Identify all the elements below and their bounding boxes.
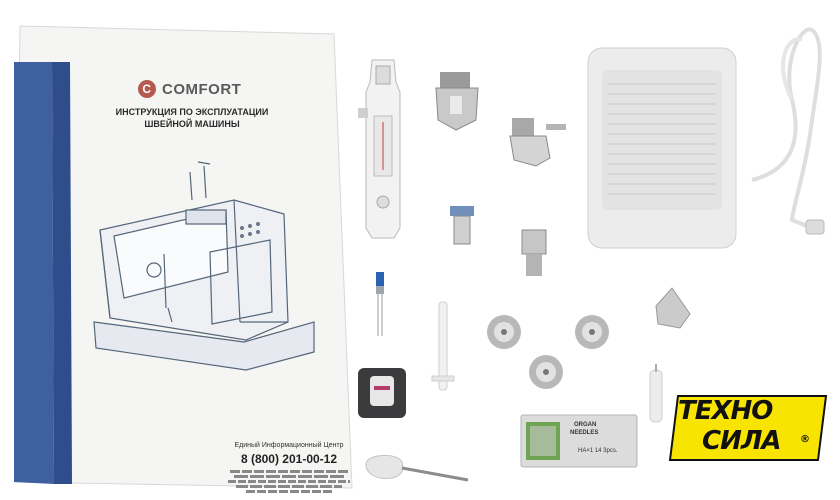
blind-hem-foot bbox=[509, 118, 566, 167]
twin-needle bbox=[376, 272, 384, 336]
brand-name: COMFORT bbox=[162, 80, 242, 98]
manual-brand: C COMFORT bbox=[138, 80, 241, 98]
info-center-label: Единый Информационный Центр bbox=[234, 442, 344, 449]
logo-registered-mark: ® bbox=[800, 434, 810, 445]
button-sewing-foot bbox=[521, 229, 547, 276]
logo-background bbox=[668, 395, 828, 461]
zipper-foot bbox=[450, 206, 474, 245]
logo-line1: ТЕХНО bbox=[678, 396, 773, 426]
needle-pack-card bbox=[520, 414, 638, 468]
manual-booklet-drawing bbox=[13, 25, 353, 489]
bobbin bbox=[575, 315, 609, 349]
tehnosila-logo: ТЕХНО СИЛА ® bbox=[668, 394, 828, 464]
power-cord bbox=[751, 27, 825, 235]
info-center-phone: 8 (800) 201-00-12 bbox=[240, 452, 338, 466]
instruction-manual: C COMFORT ИНСТРУКЦИЯ ПО ЭКСПЛУАТАЦИИ ШВЕ… bbox=[13, 22, 354, 493]
needle-pack-type: NEEDLES bbox=[570, 430, 599, 436]
manual-title-line1: ИНСТРУКЦИЯ ПО ЭКСПЛУАТАЦИИ bbox=[115, 107, 269, 117]
logo-line2: СИЛА bbox=[702, 426, 782, 456]
darning-plate bbox=[358, 368, 406, 418]
bobbin bbox=[529, 355, 563, 389]
screwdriver bbox=[365, 455, 469, 482]
needle-pack-size: HA×1 14 3pcs. bbox=[578, 448, 618, 454]
bobbin bbox=[487, 315, 521, 349]
manual-fine-print bbox=[226, 468, 352, 495]
comfort-logo-icon: C bbox=[138, 80, 156, 98]
zigzag-presser-foot bbox=[435, 72, 479, 131]
manual-title: ИНСТРУКЦИЯ ПО ЭКСПЛУАТАЦИИ ШВЕЙНОЙ МАШИН… bbox=[92, 106, 292, 130]
spool-cap bbox=[655, 287, 691, 329]
spool-pin bbox=[431, 301, 455, 391]
seam-ripper bbox=[649, 364, 663, 423]
needle-pack: ORGAN NEEDLES HA×1 14 3pcs. bbox=[520, 414, 638, 468]
needle-pack-brand: ORGAN bbox=[574, 422, 597, 428]
foot-pedal bbox=[587, 47, 737, 249]
manual-title-line2: ШВЕЙНОЙ МАШИНЫ bbox=[144, 119, 240, 129]
buttonhole-foot bbox=[358, 59, 401, 239]
